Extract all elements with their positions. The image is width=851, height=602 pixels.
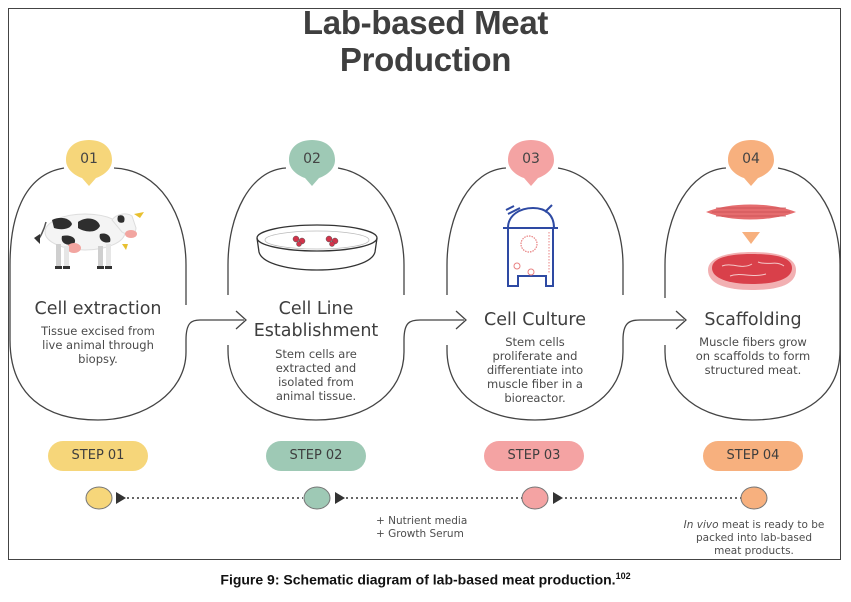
desc-line: extracted and bbox=[275, 361, 357, 375]
figure-caption: Figure 9: Schematic diagram of lab-based… bbox=[0, 571, 851, 588]
desc-line: isolated from bbox=[278, 375, 354, 389]
desc-line: animal tissue. bbox=[275, 389, 357, 403]
title-line-1: Lab-based Meat bbox=[302, 4, 549, 41]
badge-4-number: 04 bbox=[742, 151, 760, 167]
diagram-title: Lab-based Meat Production bbox=[0, 4, 851, 78]
timeline-arrow-2 bbox=[335, 492, 345, 504]
note-text: meat is ready to be bbox=[718, 519, 825, 531]
panel-2-title: Cell Line Establishment bbox=[221, 298, 411, 342]
step-pill-3: STEP 03 bbox=[484, 441, 584, 471]
muscle-to-meat-icon bbox=[706, 204, 796, 290]
timeline-dot-3 bbox=[521, 486, 549, 510]
note-line: In vivo meat is ready to be bbox=[664, 519, 844, 532]
petri-dish-icon bbox=[256, 224, 378, 271]
badge-2 bbox=[289, 140, 335, 186]
note-line: + Growth Serum bbox=[376, 528, 464, 540]
panel-3-title: Cell Culture bbox=[484, 310, 586, 330]
badge-3 bbox=[508, 140, 554, 186]
step-pill-4: STEP 04 bbox=[703, 441, 803, 471]
desc-line: on scaffolds to form bbox=[695, 349, 811, 363]
note-italic: In vivo bbox=[683, 519, 719, 531]
caption-text: Figure 9: Schematic diagram of lab-based… bbox=[220, 571, 616, 588]
desc-line: Stem cells bbox=[505, 335, 565, 349]
desc-line: Tissue excised from bbox=[41, 324, 155, 338]
desc-line: structured meat. bbox=[704, 363, 802, 377]
caption-reference: 102 bbox=[615, 571, 631, 581]
panel-4-outline bbox=[664, 167, 841, 421]
timeline-arrow-1 bbox=[116, 492, 126, 504]
timeline-dot-1 bbox=[85, 486, 113, 510]
timeline bbox=[85, 486, 768, 510]
panel-3-description: Stem cells proliferate and differentiate… bbox=[450, 335, 620, 405]
bioreactor-icon bbox=[503, 204, 558, 287]
panel-1-title: Cell extraction bbox=[34, 299, 162, 319]
timeline-dot-2 bbox=[303, 486, 331, 510]
desc-line: bioreactor. bbox=[504, 391, 566, 405]
panel-4-description: Muscle fibers grow on scaffolds to form … bbox=[668, 335, 838, 377]
desc-line: Stem cells are bbox=[275, 347, 357, 361]
title-line-2: Production bbox=[339, 41, 512, 78]
panel-4-title: Scaffolding bbox=[704, 310, 802, 330]
note-line: packed into lab-based bbox=[696, 532, 812, 544]
final-note: In vivo meat is ready to be packed into … bbox=[664, 519, 844, 558]
arrow-1-2 bbox=[235, 310, 247, 330]
badge-1 bbox=[66, 140, 112, 186]
panel-2-outline bbox=[227, 167, 405, 295]
panel-3-outline bbox=[446, 167, 624, 295]
title-line: Establishment bbox=[253, 321, 379, 341]
note-line: + Nutrient media bbox=[376, 515, 468, 527]
timeline-arrow-3 bbox=[553, 492, 563, 504]
desc-line: live animal through bbox=[42, 338, 154, 352]
badge-4 bbox=[728, 140, 774, 186]
badge-3-number: 03 bbox=[522, 151, 540, 167]
desc-line: Muscle fibers grow bbox=[699, 335, 807, 349]
note-line: meat products. bbox=[714, 545, 794, 557]
badge-1-number: 01 bbox=[80, 151, 98, 167]
desc-line: muscle fiber in a bbox=[487, 377, 583, 391]
panel-2-description: Stem cells are extracted and isolated fr… bbox=[231, 347, 401, 403]
desc-line: differentiate into bbox=[486, 363, 584, 377]
panel-1-description: Tissue excised from live animal through … bbox=[13, 324, 183, 366]
desc-line: proliferate and bbox=[492, 349, 578, 363]
title-line: Cell Line bbox=[278, 299, 354, 319]
arrow-2-3 bbox=[455, 310, 467, 330]
panel-1-outline bbox=[9, 167, 244, 421]
step-pill-2: STEP 02 bbox=[266, 441, 366, 471]
desc-line: biopsy. bbox=[78, 352, 118, 366]
step-pill-1: STEP 01 bbox=[48, 441, 148, 471]
badge-2-number: 02 bbox=[303, 151, 321, 167]
figure-frame bbox=[8, 8, 841, 560]
timeline-dot-4 bbox=[740, 486, 768, 510]
media-note: + Nutrient media + Growth Serum bbox=[376, 515, 467, 541]
arrow-3-4 bbox=[675, 310, 687, 330]
cow-icon bbox=[34, 212, 144, 269]
